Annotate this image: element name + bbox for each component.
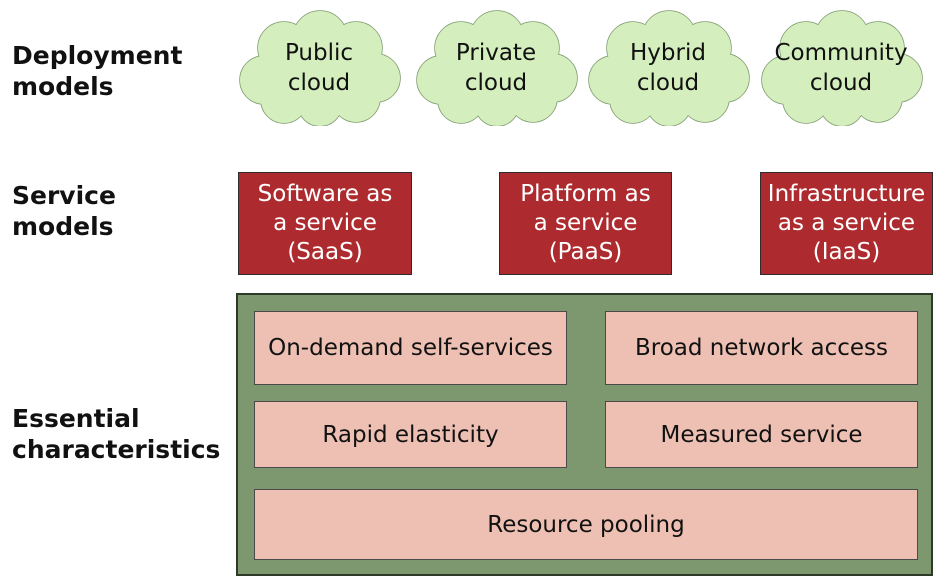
cloud-label-line: Public xyxy=(284,40,354,66)
service-label-line: Infrastructure xyxy=(767,181,926,207)
service-label-line: a service xyxy=(273,210,377,236)
service-label-line: (IaaS) xyxy=(812,239,881,265)
cloud-label: Public cloud xyxy=(236,38,402,98)
characteristic-measured-service: Measured service xyxy=(605,401,918,468)
service-models-label: Service models xyxy=(12,180,116,242)
characteristic-label: Rapid elasticity xyxy=(322,421,499,448)
essential-characteristics-panel: On-demand self-services Broad network ac… xyxy=(236,293,933,576)
characteristic-label: On-demand self-services xyxy=(268,335,553,361)
label-line: characteristics xyxy=(12,435,221,464)
service-label-line: (SaaS) xyxy=(287,239,363,265)
label-line: Deployment xyxy=(12,41,183,70)
service-label-line: a service xyxy=(533,210,638,236)
service-saas-box: Software as a service (SaaS) xyxy=(238,172,412,275)
deployment-models-label: Deployment models xyxy=(12,40,182,102)
essential-characteristics-label: Essential characteristics xyxy=(12,403,220,465)
characteristic-broad-network: Broad network access xyxy=(605,311,918,385)
characteristic-resource-pooling: Resource pooling xyxy=(254,489,918,560)
cloud-label-line: cloud xyxy=(464,70,528,96)
service-label-line: (PaaS) xyxy=(548,239,623,265)
label-line: Essential xyxy=(12,404,140,433)
characteristic-rapid-elasticity: Rapid elasticity xyxy=(254,401,567,468)
cloud-label: Community cloud xyxy=(758,38,924,98)
cloud-hybrid: Hybrid cloud xyxy=(585,8,751,126)
cloud-label-line: cloud xyxy=(287,70,351,96)
cloud-public: Public cloud xyxy=(236,8,402,126)
cloud-label: Hybrid cloud xyxy=(585,38,751,98)
cloud-label-line: Hybrid xyxy=(630,40,706,66)
service-iaas-box: Infrastructure as a service (IaaS) xyxy=(760,172,933,275)
cloud-label-line: Community xyxy=(774,40,908,66)
characteristic-on-demand: On-demand self-services xyxy=(254,311,567,385)
cloud-private: Private cloud xyxy=(413,8,579,126)
cloud-community: Community cloud xyxy=(758,8,924,126)
service-label-line: Platform as xyxy=(520,181,651,207)
characteristic-label: Resource pooling xyxy=(487,511,685,538)
cloud-label-line: cloud xyxy=(809,70,873,96)
service-label-line: as a service xyxy=(777,210,916,236)
label-line: Service xyxy=(12,181,116,210)
characteristic-label: Measured service xyxy=(660,421,863,448)
cloud-label: Private cloud xyxy=(413,38,579,98)
cloud-label-line: cloud xyxy=(636,70,700,96)
characteristic-label: Broad network access xyxy=(634,335,889,361)
service-label-line: Software as xyxy=(257,181,393,207)
service-paas-box: Platform as a service (PaaS) xyxy=(499,172,672,275)
label-line: models xyxy=(12,212,114,241)
label-line: models xyxy=(12,72,114,101)
cloud-label-line: Private xyxy=(455,40,537,66)
